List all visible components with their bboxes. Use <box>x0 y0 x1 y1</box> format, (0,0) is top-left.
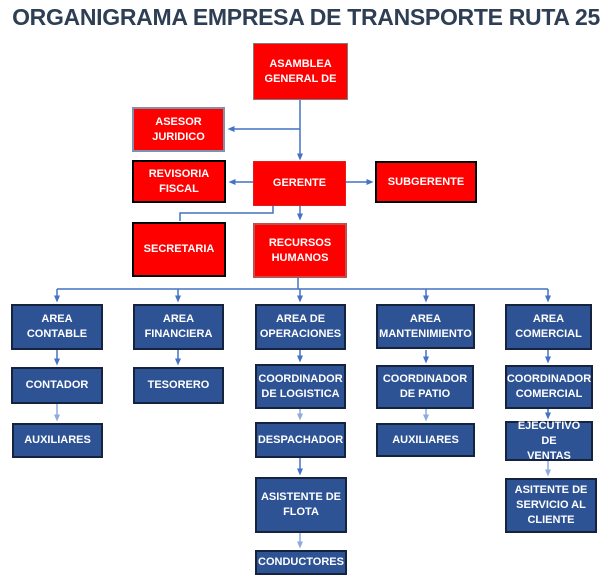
node-secretaria: SECRETARIA <box>132 222 226 277</box>
node-contador: CONTADOR <box>11 367 103 404</box>
node-asitente-servicio-cliente: ASITENTE DE SERVICIO AL CLIENTE <box>505 478 597 533</box>
node-asesor-juridico: ASESOR JURIDICO <box>132 107 225 152</box>
node-area-comercial: AREA COMERCIAL <box>505 304 592 350</box>
connectors-dark <box>54 100 551 476</box>
page-title: ORGANIGRAMA EMPRESA DE TRANSPORTE RUTA 2… <box>12 4 600 30</box>
node-subgerente: SUBGERENTE <box>375 161 477 203</box>
node-asamblea-general: ASAMBLEA GENERAL DE <box>253 43 348 100</box>
node-despachador: DESPACHADOR <box>255 422 346 458</box>
node-coordinador-comercial: COORDINADOR COMERCIAL <box>505 365 593 409</box>
node-area-operaciones: AREA DE OPERACIONES <box>255 304 346 350</box>
node-auxiliares-contable: AUXILIARES <box>12 423 103 458</box>
connector-gerente-secretaria <box>179 206 274 221</box>
node-area-contable: AREA CONTABLE <box>11 304 103 350</box>
node-conductores: CONDUCTORES <box>255 550 347 575</box>
node-revisoria-fiscal: REVISORIA FISCAL <box>132 160 226 203</box>
node-area-financiera: AREA FINANCIERA <box>133 304 224 350</box>
node-coordinador-logistica: COORDINADOR DE LOGISTICA <box>255 364 346 409</box>
node-gerente: GERENTE <box>253 161 346 206</box>
connectors-light <box>54 404 551 549</box>
node-tesorero: TESORERO <box>133 367 224 404</box>
node-area-mantenimiento: AREA MANTENIMIENTO <box>376 304 475 349</box>
node-ejecutivo-ventas: EJECUTIVO DE VENTAS <box>505 420 593 462</box>
node-recursos-humanos: RECURSOS HUMANOS <box>253 223 347 278</box>
node-asistente-flota: ASISTENTE DE FLOTA <box>255 477 347 533</box>
node-coordinador-patio: COORDINADOR DE PATIO <box>376 365 474 409</box>
node-auxiliares-mantenimiento: AUXILIARES <box>376 423 475 457</box>
